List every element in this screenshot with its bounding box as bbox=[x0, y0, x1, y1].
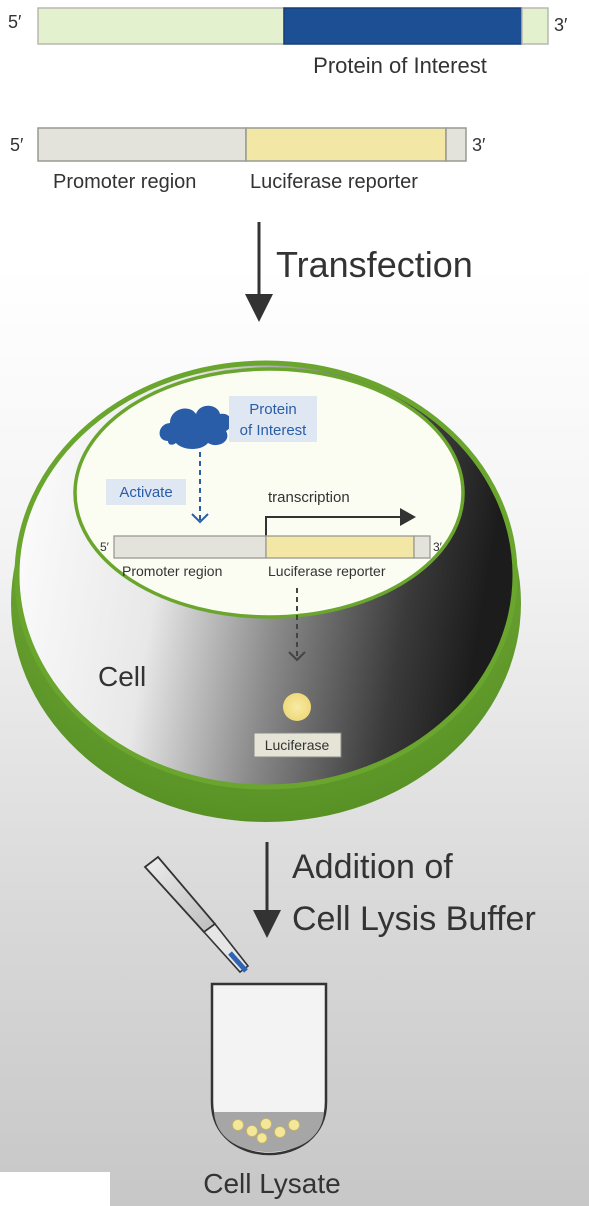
nucleus-five-prime: 5′ bbox=[100, 540, 110, 554]
protein-construct: 5′ 3′ Protein of Interest bbox=[8, 7, 568, 78]
pipette-icon bbox=[143, 855, 250, 974]
nucleus-three-prime: 3′ bbox=[433, 540, 443, 554]
transcription-arrow bbox=[265, 516, 404, 536]
transcription-label: transcription bbox=[268, 489, 350, 506]
construct2-end-segment bbox=[445, 127, 467, 162]
protein-label-box bbox=[229, 396, 317, 442]
luciferase-label-box bbox=[253, 732, 342, 758]
protein-of-interest-label: Protein of Interest bbox=[313, 53, 487, 78]
transcription-arrowhead-icon bbox=[400, 508, 416, 526]
activate-label-box bbox=[106, 479, 186, 505]
construct1-three-prime: 3′ bbox=[554, 15, 568, 35]
lysate-tube-icon bbox=[210, 982, 328, 1156]
activate-arrowhead-icon bbox=[191, 513, 209, 524]
luciferase-reporter-label: Luciferase reporter bbox=[250, 171, 418, 193]
promoter-region-label: Promoter region bbox=[53, 171, 196, 193]
construct1-five-prime: 5′ bbox=[8, 12, 22, 32]
lysis-arrow bbox=[253, 842, 281, 938]
protein-label-line2: of Interest bbox=[240, 422, 308, 439]
construct1-protein-segment bbox=[283, 7, 523, 45]
transfection-label: Transfection bbox=[276, 244, 473, 285]
luciferase-dot bbox=[283, 693, 311, 721]
nucleus-reporter-label: Luciferase reporter bbox=[268, 563, 386, 579]
cell-label: Cell bbox=[98, 661, 146, 692]
translation-arrowhead-icon bbox=[288, 651, 306, 662]
nucleus-reporter-segment bbox=[265, 535, 415, 559]
construct1-light-segment bbox=[37, 7, 285, 45]
protein-label-line1: Protein bbox=[249, 401, 297, 418]
lysis-label-line2: Cell Lysis Buffer bbox=[292, 900, 536, 938]
white-corner-patch bbox=[0, 1172, 110, 1206]
nucleus-promoter-label: Promoter region bbox=[122, 563, 222, 579]
cell-lysate-label: Cell Lysate bbox=[203, 1168, 340, 1199]
protein-cloud-icon bbox=[159, 405, 232, 450]
construct2-three-prime: 3′ bbox=[472, 135, 486, 155]
transfection-arrow bbox=[245, 222, 273, 322]
construct1-end-segment bbox=[521, 7, 549, 45]
construct2-reporter-segment bbox=[245, 127, 447, 162]
nucleus-promoter-segment bbox=[113, 535, 267, 559]
lysis-label-line1: Addition of bbox=[292, 848, 453, 886]
construct2-five-prime: 5′ bbox=[10, 135, 24, 155]
luciferase-label: Luciferase bbox=[265, 737, 330, 753]
construct2-promoter-segment bbox=[37, 127, 247, 162]
nucleus-end-segment bbox=[413, 535, 431, 559]
activate-label: Activate bbox=[119, 484, 172, 501]
reporter-construct: 5′ 3′ Promoter region Luciferase reporte… bbox=[10, 127, 486, 193]
